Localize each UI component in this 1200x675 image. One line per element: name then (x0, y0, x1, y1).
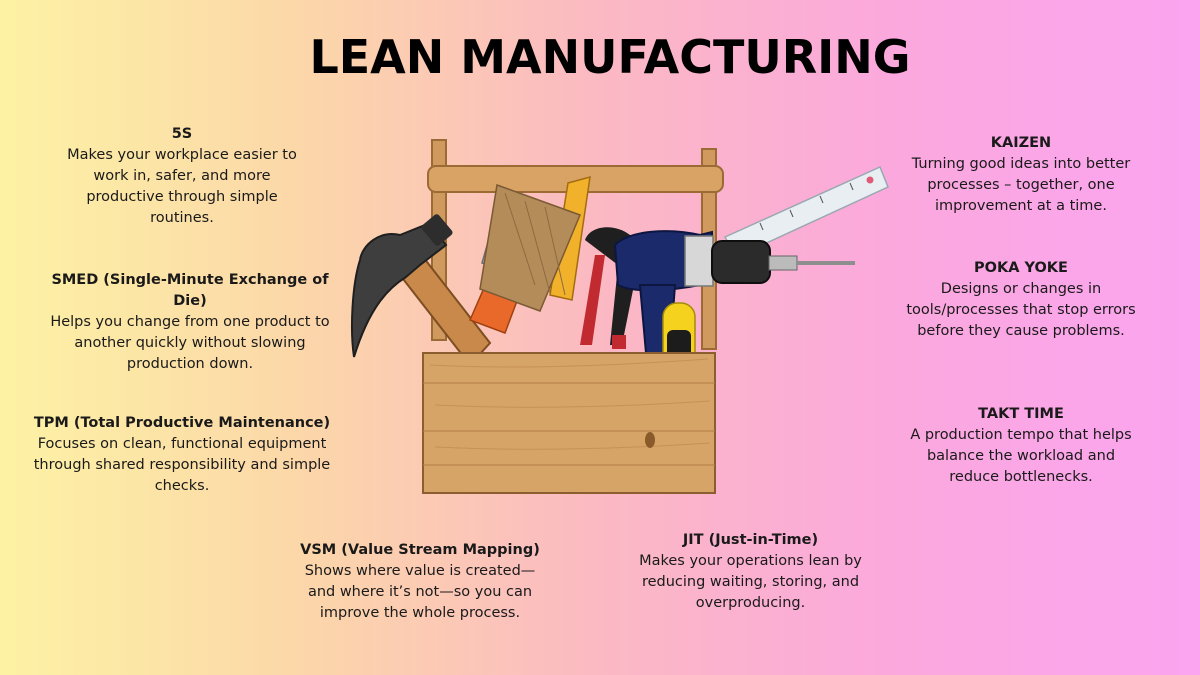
page-title: LEAN MANUFACTURING (309, 30, 911, 84)
toolbox-illustration (351, 139, 889, 494)
tool-poka-yoke-desc: Designs or changes in tools/processes th… (906, 281, 1136, 339)
tool-tpm: TPM (Total Productive Maintenance) Focus… (32, 413, 332, 497)
tool-kaizen: KAIZEN Turning good ideas into better pr… (905, 133, 1137, 217)
toolbox-body (422, 352, 716, 494)
tool-jit-name: JIT (Just-in-Time) (682, 532, 819, 548)
tool-poka-yoke-name: POKA YOKE (974, 260, 1068, 276)
tool-tpm-desc: Focuses on clean, functional equipment t… (33, 436, 331, 494)
tool-5s: 5S Makes your workplace easier to work i… (62, 124, 302, 229)
tool-vsm-desc: Shows where value is created—and where i… (304, 563, 536, 621)
tool-kaizen-desc: Turning good ideas into better processes… (911, 156, 1131, 214)
tool-smed-name: SMED (Single-Minute Exchange of Die) (51, 272, 329, 309)
tool-kaizen-name: KAIZEN (990, 135, 1052, 151)
tool-vsm: VSM (Value Stream Mapping) Shows where v… (300, 540, 540, 624)
tool-takt-time: TAKT TIME A production tempo that helps … (900, 404, 1142, 488)
tool-vsm-name: VSM (Value Stream Mapping) (300, 542, 540, 558)
tool-smed-desc: Helps you change from one product to ano… (50, 314, 330, 372)
tool-tpm-name: TPM (Total Productive Maintenance) (33, 415, 331, 431)
tool-jit: JIT (Just-in-Time) Makes your operations… (633, 530, 868, 614)
tool-5s-name: 5S (171, 126, 193, 142)
tool-takt-time-desc: A production tempo that helps balance th… (910, 427, 1132, 485)
drill-icon (613, 230, 855, 354)
hammer-icon (351, 214, 492, 367)
tool-poka-yoke: POKA YOKE Designs or changes in tools/pr… (900, 258, 1142, 342)
tool-takt-time-name: TAKT TIME (978, 406, 1064, 422)
tool-jit-desc: Makes your operations lean by reducing w… (639, 553, 862, 611)
paint-brush-icon (468, 183, 581, 334)
tool-smed: SMED (Single-Minute Exchange of Die) Hel… (42, 270, 338, 375)
tool-5s-desc: Makes your workplace easier to work in, … (67, 147, 297, 226)
